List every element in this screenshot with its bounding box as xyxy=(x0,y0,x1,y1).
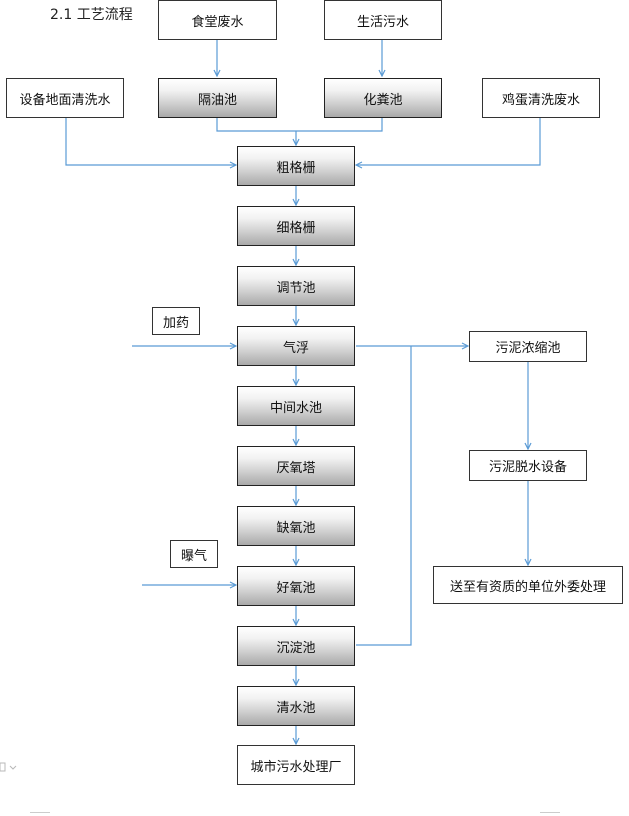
unit-fine-screen: 细格栅 xyxy=(237,206,355,246)
unit-sedimentation-tank: 沉淀池 xyxy=(237,626,355,666)
arrow-eggwash-to-coarse xyxy=(356,118,541,165)
page-edge-mark-left xyxy=(30,812,50,813)
page-edge-mark-right xyxy=(540,812,560,813)
arrow-oiltrap-to-merge xyxy=(216,118,296,132)
source-canteen-wastewater: 食堂废水 xyxy=(158,0,277,40)
unit-equalization-tank: 调节池 xyxy=(237,266,355,306)
destination-outsourced-disposal: 送至有资质的单位外委处理 xyxy=(433,566,623,604)
anchor-marker-icon xyxy=(0,762,17,772)
section-title: 2.1 工艺流程 xyxy=(50,7,133,23)
unit-clear-water-tank: 清水池 xyxy=(237,686,355,726)
unit-sludge-dewatering: 污泥脱水设备 xyxy=(469,450,587,481)
arrow-floorwash-to-coarse xyxy=(65,118,236,165)
destination-municipal-plant: 城市污水处理厂 xyxy=(237,745,355,785)
source-egg-wash-wastewater: 鸡蛋清洗废水 xyxy=(482,78,600,118)
unit-coarse-screen: 粗格栅 xyxy=(237,146,355,186)
unit-sludge-thickener: 污泥浓缩池 xyxy=(469,331,587,362)
unit-aerobic-tank: 好氧池 xyxy=(237,566,355,606)
unit-anaerobic-tower: 厌氧塔 xyxy=(237,446,355,486)
label-aeration: 曝气 xyxy=(170,540,218,568)
source-floor-wash-water: 设备地面清洗水 xyxy=(6,78,124,118)
unit-air-flotation: 气浮 xyxy=(237,326,355,366)
unit-oil-trap: 隔油池 xyxy=(158,78,277,118)
label-chemical-dosing: 加药 xyxy=(152,307,200,335)
arrow-septic-to-merge xyxy=(296,118,383,132)
unit-septic-tank: 化粪池 xyxy=(324,78,442,118)
unit-intermediate-tank: 中间水池 xyxy=(237,386,355,426)
source-domestic-sewage: 生活污水 xyxy=(324,0,442,40)
arrow-sedimentation-return xyxy=(356,346,412,646)
unit-anoxic-tank: 缺氧池 xyxy=(237,506,355,546)
